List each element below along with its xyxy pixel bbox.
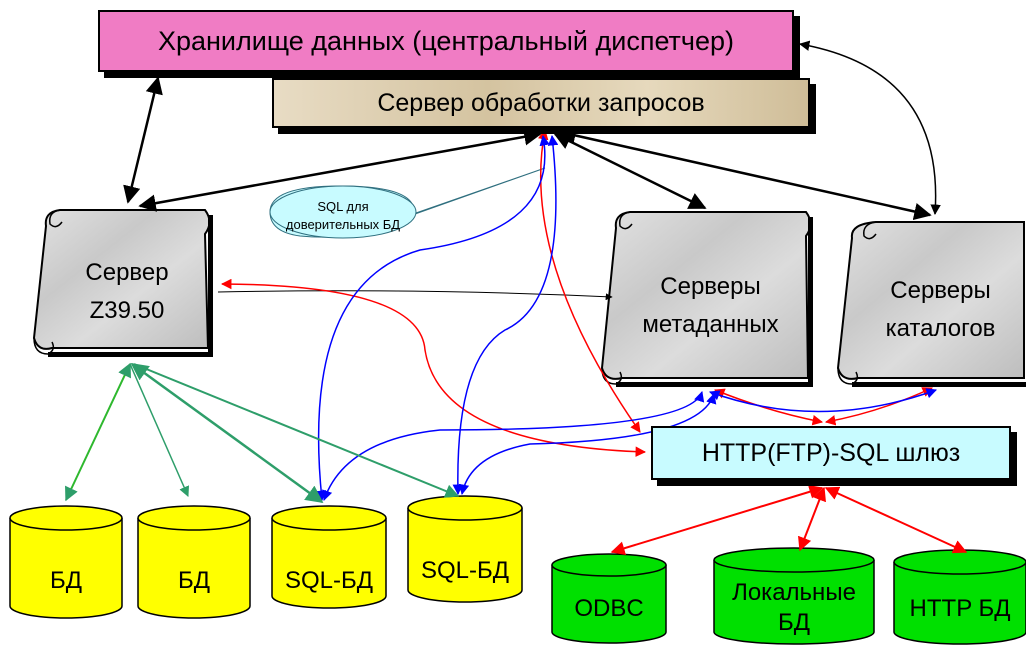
sql1-label: SQL-БД <box>270 566 388 596</box>
query-server-label: Сервер обработки запросов <box>377 88 705 117</box>
z3950-label-line-1: Сервер <box>85 259 169 286</box>
local-label: Локальные БД <box>714 578 874 638</box>
http-label: HTTP БД <box>894 594 1026 624</box>
odbc-label: ODBC <box>552 594 666 624</box>
storage-label: Хранилище данных (центральный диспетчер) <box>157 25 735 56</box>
sql1-label-text: SQL-БД <box>284 567 374 594</box>
scroll-z3950 <box>32 209 213 357</box>
db1-label-text: БД <box>49 567 82 594</box>
catalogs-label: Серверы каталогов <box>858 272 1023 348</box>
query-server-box: Сервер обработки запросов <box>272 78 810 128</box>
gateway-box: HTTP(FTP)-SQL шлюз <box>651 426 1011 480</box>
catalogs-label-line-1: Серверы <box>890 277 991 304</box>
metadata-label: Серверы метаданных <box>618 268 803 344</box>
db-cylinder-http <box>893 549 1026 645</box>
db2-label: БД <box>138 566 250 596</box>
metadata-label-line-2: метаданных <box>642 311 779 338</box>
arrows-green <box>65 362 460 504</box>
arrows-blue <box>315 134 937 502</box>
odbc-label-text: ODBC <box>574 595 644 622</box>
db-cylinder-odbc <box>551 553 667 644</box>
db-cylinder-2 <box>137 505 251 619</box>
callout-line-2: доверительных БД <box>285 217 401 232</box>
sql2-label-text: SQL-БД <box>420 557 510 584</box>
db2-label-text: БД <box>177 567 210 594</box>
sql2-label: SQL-БД <box>406 556 524 586</box>
gateway-label: HTTP(FTP)-SQL шлюз <box>701 438 961 467</box>
local-label-line-2: БД <box>777 609 810 636</box>
callout-text: SQL для доверительных БД <box>268 198 418 234</box>
scroll-catalogs <box>836 221 1026 387</box>
local-label-line-1: Локальные <box>732 579 856 606</box>
z3950-label: Сервер Z39.50 <box>52 254 202 330</box>
metadata-label-line-1: Серверы <box>660 273 761 300</box>
callout-line-1: SQL для <box>317 199 369 214</box>
z3950-label-line-2: Z39.50 <box>89 297 165 324</box>
db-cylinder-sql-1 <box>271 505 387 609</box>
http-label-text: HTTP БД <box>909 595 1011 622</box>
catalogs-label-line-2: каталогов <box>885 315 996 342</box>
storage-box: Хранилище данных (центральный диспетчер) <box>98 10 794 72</box>
db-cylinder-sql-2 <box>407 495 523 603</box>
db1-label: БД <box>10 566 122 596</box>
db-cylinder-1 <box>9 505 123 619</box>
